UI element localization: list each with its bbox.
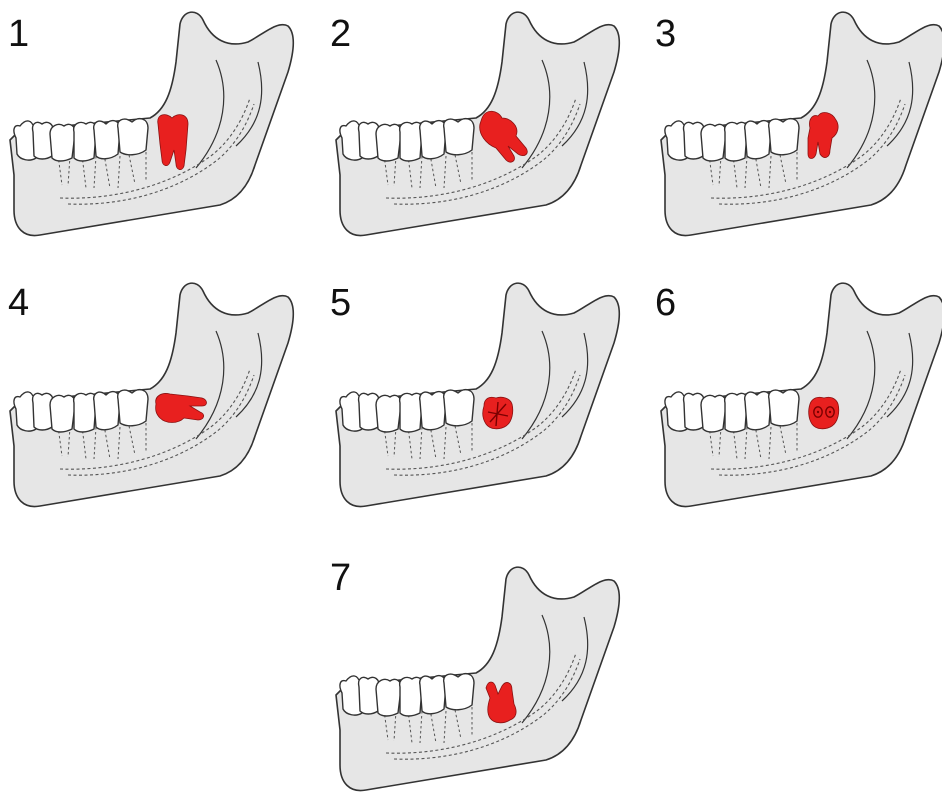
panel-7: 7 (330, 557, 619, 791)
panel-2: 2 (330, 12, 619, 235)
panel-number: 3 (655, 13, 676, 55)
wisdom-tooth (483, 397, 513, 429)
panel-number: 7 (330, 557, 351, 599)
panel-3: 3 (655, 12, 942, 235)
panel-number: 4 (8, 282, 29, 324)
panel-number: 5 (330, 282, 351, 324)
panel-number: 1 (8, 13, 29, 55)
wisdom-tooth (809, 397, 839, 429)
panel-1: 1 (8, 12, 293, 235)
panel-number: 6 (655, 282, 676, 324)
panel-5: 5 (330, 282, 619, 507)
panel-number: 2 (330, 13, 351, 55)
panel-4: 4 (8, 282, 293, 507)
wisdom-tooth (486, 682, 516, 723)
panel-6: 6 (655, 282, 942, 507)
